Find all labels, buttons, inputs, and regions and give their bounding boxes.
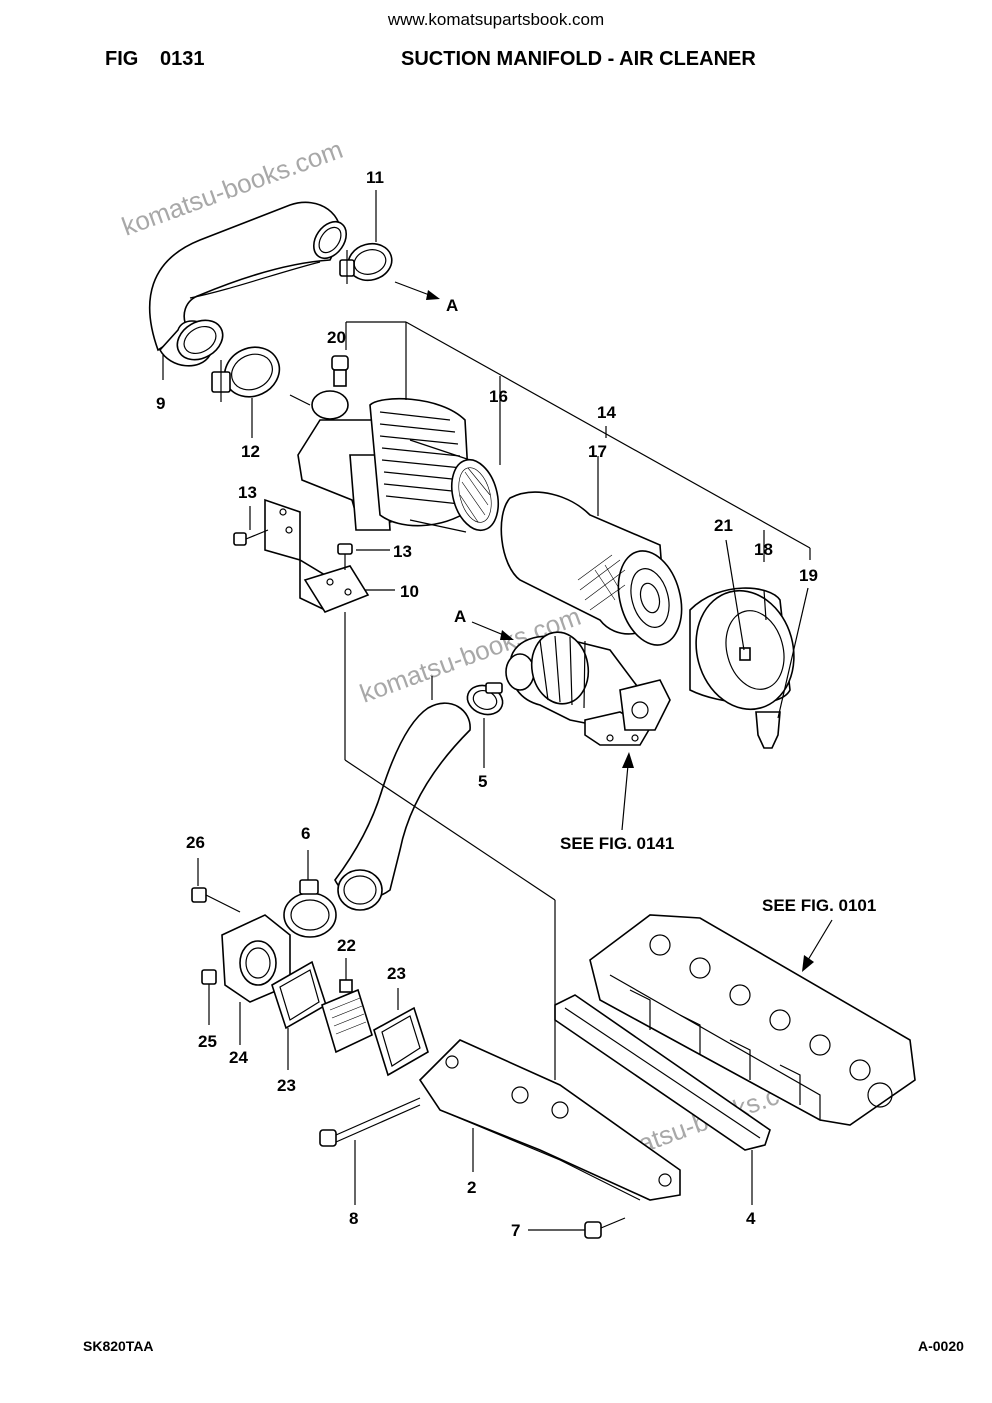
callout-6: 6 bbox=[301, 824, 310, 843]
callout-18: 18 bbox=[754, 540, 773, 559]
callout-5: 5 bbox=[478, 772, 487, 791]
callout-19: 19 bbox=[799, 566, 818, 585]
callout-7: 7 bbox=[511, 1221, 520, 1240]
arrow-a-mid bbox=[471, 621, 514, 640]
part-11-hose-clamp bbox=[339, 242, 393, 284]
part-8-stud-bolt bbox=[319, 1097, 421, 1205]
cylinder-head bbox=[589, 914, 916, 1126]
callout-23-left: 23 bbox=[277, 1076, 296, 1095]
callout-20: 20 bbox=[327, 328, 346, 347]
callout-26: 26 bbox=[186, 833, 205, 852]
part-23-gasket-right bbox=[373, 988, 429, 1077]
part-16-safety-element bbox=[409, 439, 500, 533]
callout-12: 12 bbox=[241, 442, 260, 461]
callout-4: 4 bbox=[746, 1209, 756, 1228]
part-9-intake-hose bbox=[148, 201, 348, 367]
callout-9: 9 bbox=[156, 394, 165, 413]
part-21-cover-clip bbox=[739, 647, 751, 661]
callout-11: 11 bbox=[366, 168, 384, 187]
part-5-hose-clamp bbox=[466, 682, 504, 768]
see-fig-0141-label[interactable]: SEE FIG. 0141 bbox=[560, 834, 674, 853]
arrow-a-top bbox=[394, 281, 440, 300]
air-cleaner-housing bbox=[297, 390, 471, 531]
part-2-intake-manifold bbox=[418, 1039, 681, 1201]
part-19-dust-valve bbox=[755, 711, 781, 749]
ref-a-mid: A bbox=[454, 607, 466, 626]
bracket-leader-line bbox=[289, 394, 556, 1080]
part-6-hose-clamp bbox=[283, 850, 337, 938]
callout-22: 22 bbox=[337, 936, 356, 955]
arrow-see-fig-0141 bbox=[621, 752, 634, 831]
callout-8: 8 bbox=[349, 1209, 358, 1228]
callout-2: 2 bbox=[467, 1178, 476, 1197]
part-25-bolt bbox=[201, 969, 217, 1025]
turbocharger-assembly bbox=[505, 631, 671, 746]
part-22-intake-heater bbox=[321, 958, 373, 1054]
callout-13-upper: 13 bbox=[238, 483, 257, 502]
part-13-bolt-lower bbox=[337, 543, 353, 570]
page-code: A-0020 bbox=[918, 1338, 964, 1354]
model-code: SK820TAA bbox=[83, 1338, 154, 1354]
part-26-bolt bbox=[191, 858, 241, 913]
callout-16: 16 bbox=[489, 387, 508, 406]
callout-21: 21 bbox=[714, 516, 733, 535]
callout-25: 25 bbox=[198, 1032, 217, 1051]
callout-10: 10 bbox=[400, 582, 419, 601]
part-12-hose-clamp bbox=[211, 346, 281, 402]
callout-23-right: 23 bbox=[387, 964, 406, 983]
part-20-vacuator-valve bbox=[331, 355, 349, 387]
group-14-leader-lines bbox=[345, 321, 811, 719]
site-url[interactable]: www.komatsupartsbook.com bbox=[387, 10, 605, 29]
fig-label: FIG bbox=[105, 48, 139, 70]
part-10-bracket bbox=[264, 498, 370, 613]
part-13-bolt-upper bbox=[233, 529, 269, 546]
part-17-filter-element bbox=[500, 491, 683, 646]
ref-a-top: A bbox=[446, 296, 458, 315]
part-7-bolt bbox=[528, 1217, 626, 1239]
part-1-intake-hose-lower bbox=[334, 676, 471, 911]
callout-14: 14 bbox=[597, 403, 616, 422]
callout-13-lower: 13 bbox=[393, 542, 412, 561]
callout-17: 17 bbox=[588, 442, 607, 461]
page-title: SUCTION MANIFOLD - AIR CLEANER bbox=[401, 48, 756, 70]
arrow-see-fig-0101 bbox=[802, 919, 833, 972]
see-fig-0101-label[interactable]: SEE FIG. 0101 bbox=[762, 896, 876, 915]
fig-number: 0131 bbox=[160, 48, 205, 70]
callout-24: 24 bbox=[229, 1048, 248, 1067]
label-leaders bbox=[162, 190, 395, 591]
